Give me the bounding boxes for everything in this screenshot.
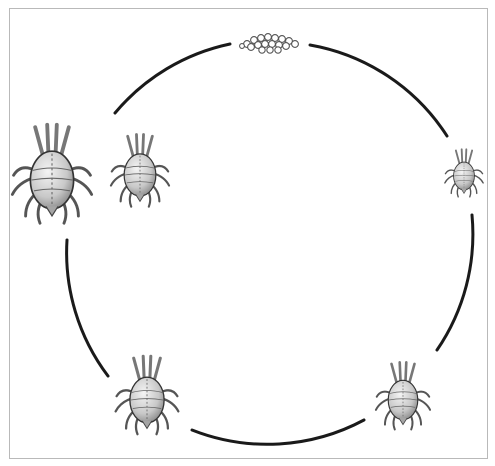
egg-cluster-icon [240,34,299,54]
adult-female-mite-icon [12,125,91,223]
arc-tritonymph-to-adult [67,240,108,376]
arc-adult-to-eggs [115,44,230,113]
protonymph-mite-icon [376,362,430,429]
tritonymph-mite-icon [116,356,179,434]
adult-male-mite-icon [111,135,169,207]
arc-eggs-to-larva [310,45,447,136]
larva-mite-icon [445,149,483,197]
arc-larva-to-protonymph [437,215,473,350]
arc-protonymph-to-tritonymph [192,420,364,444]
